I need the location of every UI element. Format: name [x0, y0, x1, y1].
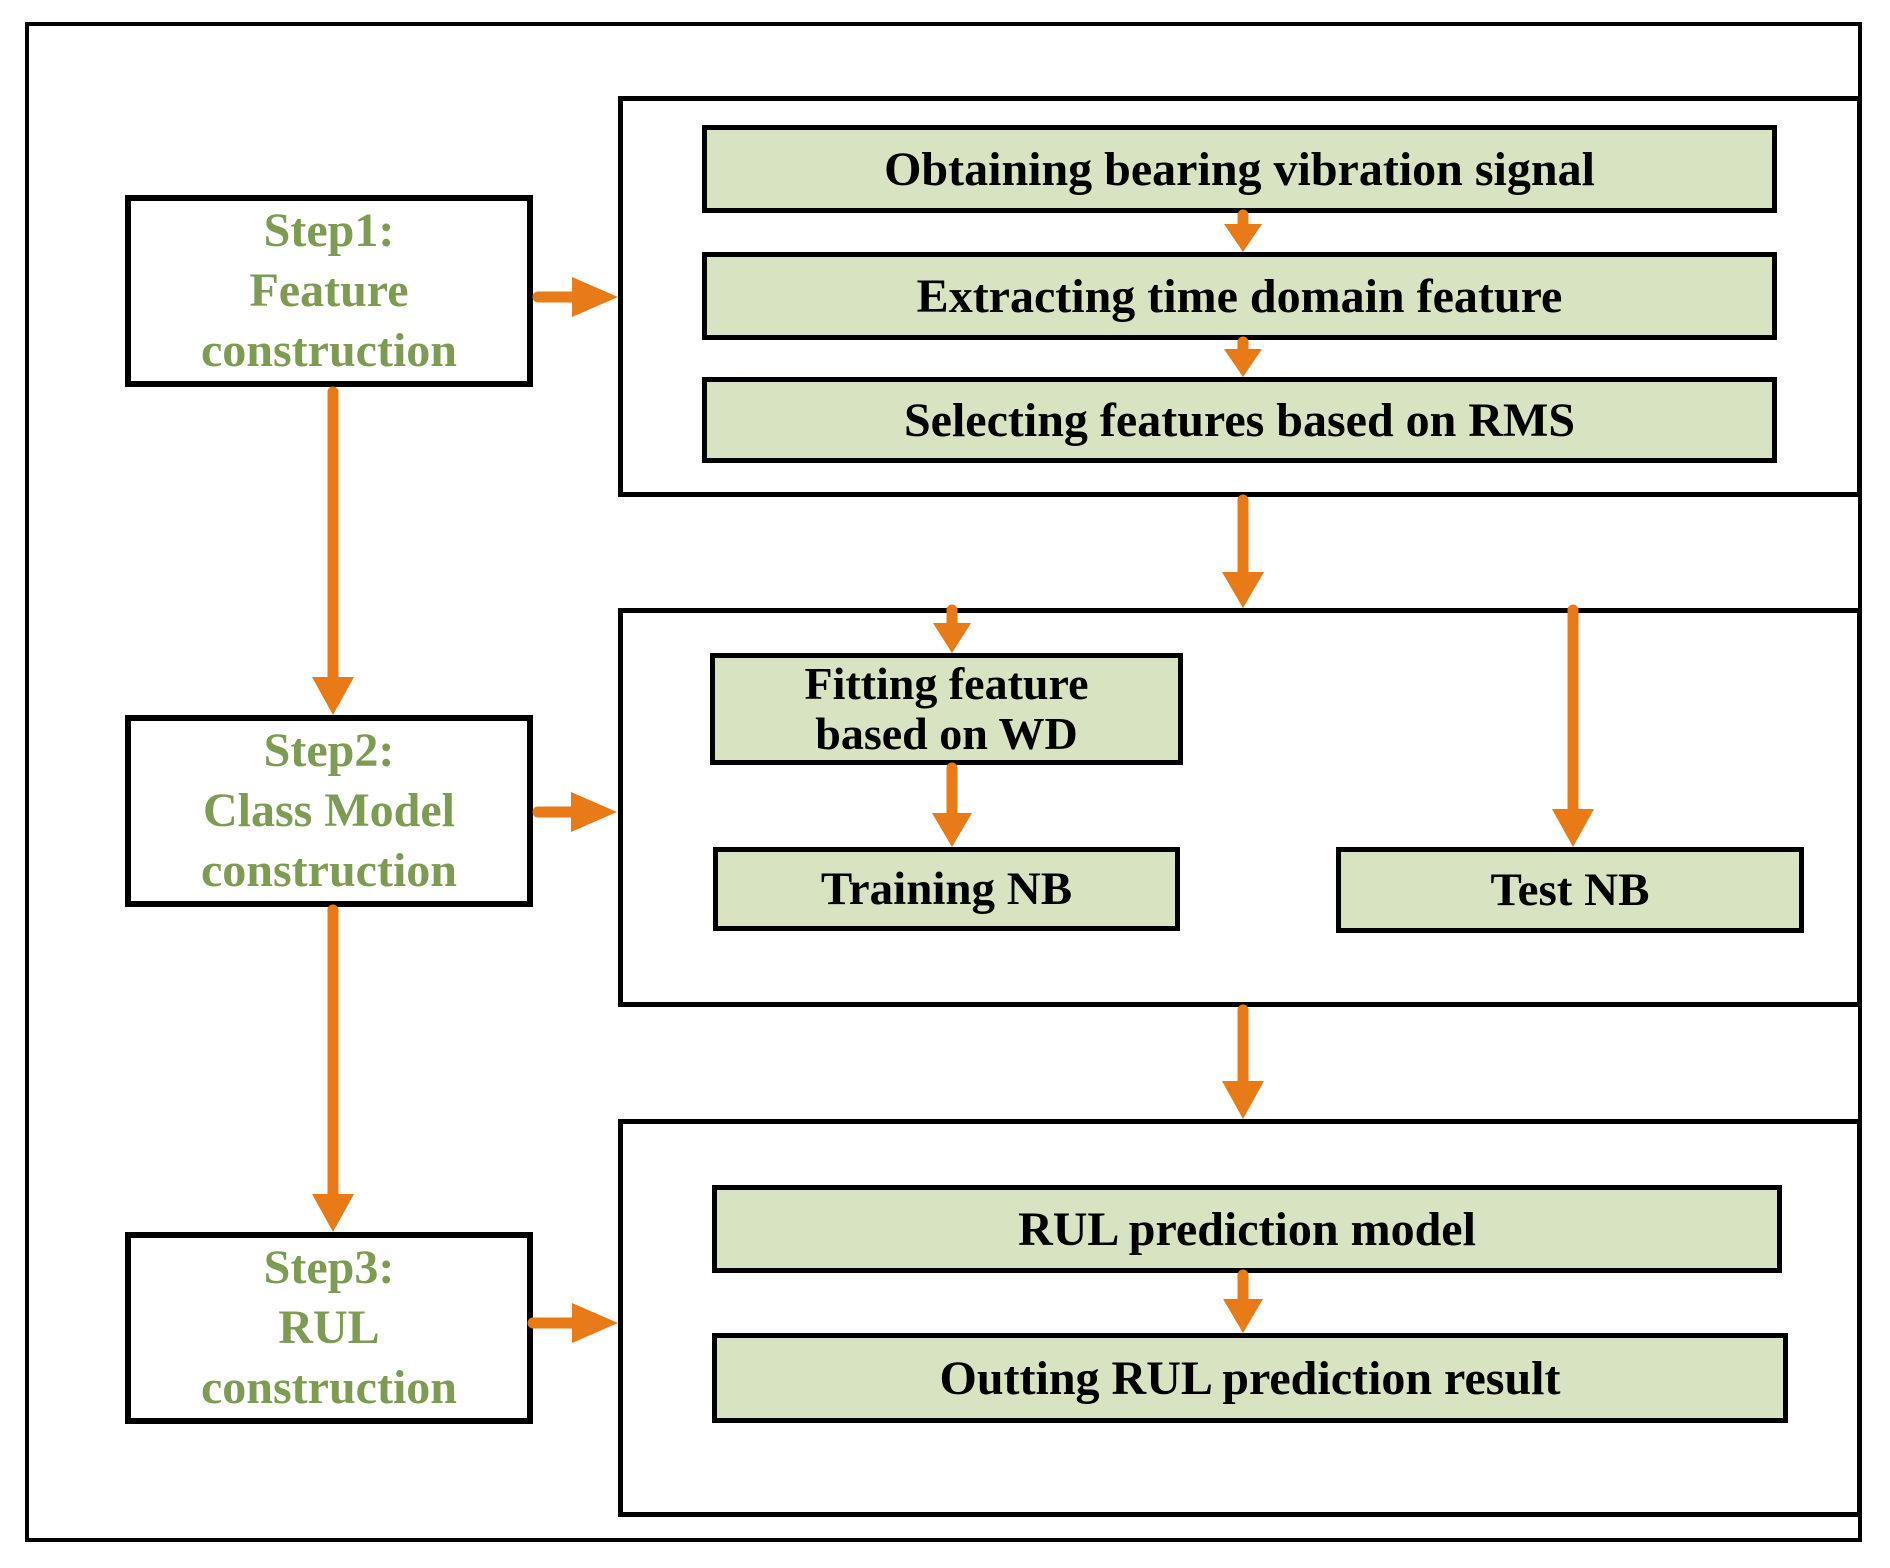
obtaining-signal-box: Obtaining bearing vibration signal	[702, 125, 1777, 213]
step2-line2: Class Model	[203, 784, 455, 837]
rul-prediction-model-label: RUL prediction model	[1018, 1202, 1476, 1256]
step3-box: Step3: RUL construction	[125, 1232, 533, 1424]
step1-line1: Step1:	[263, 204, 395, 257]
training-nb-label: Training NB	[820, 863, 1073, 915]
step3-line1: Step3:	[263, 1241, 395, 1294]
fitting-feature-line2: based on WD	[815, 708, 1078, 759]
outting-result-label: Outting RUL prediction result	[939, 1351, 1561, 1405]
step3-line3: construction	[201, 1361, 457, 1414]
outting-result-box: Outting RUL prediction result	[712, 1333, 1788, 1423]
step1-box: Step1: Feature construction	[125, 195, 533, 387]
stage3-container	[618, 1119, 1862, 1517]
fitting-feature-line1: Fitting feature	[804, 658, 1089, 709]
extracting-feature-label: Extracting time domain feature	[916, 269, 1563, 323]
selecting-rms-label: Selecting features based on RMS	[903, 393, 1576, 447]
test-nb-box: Test NB	[1336, 847, 1804, 933]
obtaining-signal-label: Obtaining bearing vibration signal	[884, 142, 1595, 196]
fitting-feature-box: Fitting feature based on WD	[710, 653, 1183, 765]
step2-box: Step2: Class Model construction	[125, 715, 533, 907]
training-nb-box: Training NB	[713, 847, 1180, 931]
step2-line3: construction	[201, 844, 457, 897]
step1-line2: Feature	[249, 264, 409, 317]
test-nb-label: Test NB	[1490, 864, 1650, 916]
selecting-rms-box: Selecting features based on RMS	[702, 377, 1777, 463]
extracting-feature-box: Extracting time domain feature	[702, 252, 1777, 340]
step1-line3: construction	[201, 324, 457, 377]
rul-prediction-model-box: RUL prediction model	[712, 1185, 1782, 1273]
step2-line1: Step2:	[263, 724, 395, 777]
step3-line2: RUL	[278, 1301, 380, 1354]
